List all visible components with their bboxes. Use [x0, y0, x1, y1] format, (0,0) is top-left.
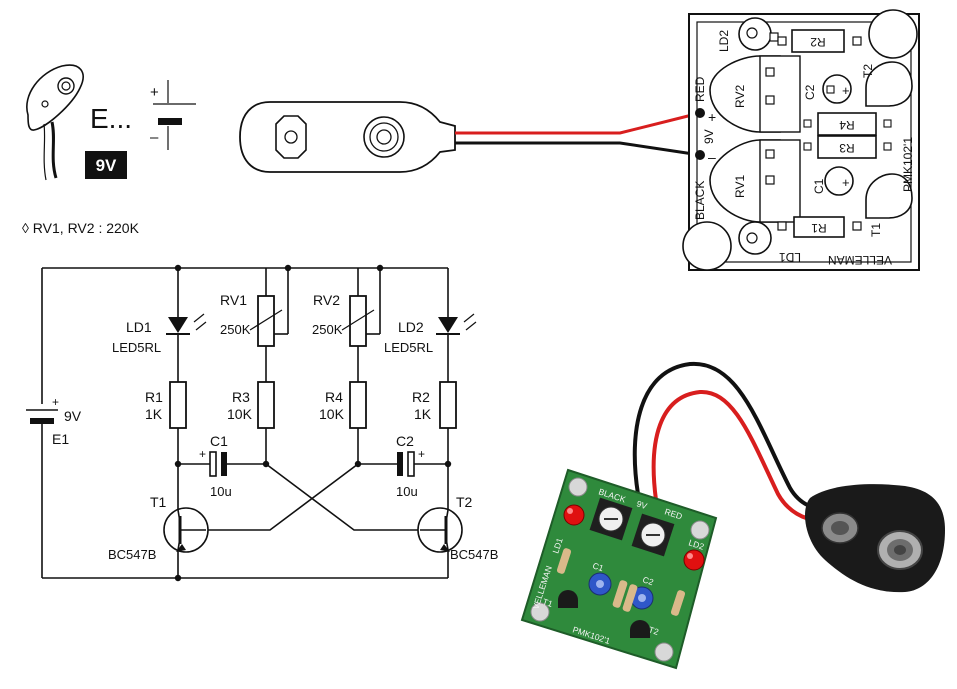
- resistor-r4: R4 10K: [319, 381, 367, 429]
- resistor-r1-value: 1K: [145, 406, 163, 422]
- junction-dot: [284, 264, 292, 272]
- pcb-label-plus: +: [708, 109, 716, 125]
- pcb-c2-plus: +: [842, 83, 850, 98]
- battery-symbol-icon: + –: [150, 80, 196, 150]
- resistor-r3-ref: R3: [232, 389, 250, 405]
- capacitor-c2-value: 10u: [396, 484, 418, 499]
- pcb-label-black: BLACK: [693, 181, 707, 220]
- pcb-label-minus: –: [708, 149, 716, 165]
- voltage-badge-text: 9V: [96, 156, 117, 175]
- pcb-label-t1: T1: [869, 223, 883, 237]
- pcb-label-code: PMK102'1: [901, 137, 915, 192]
- led-ld2-type: LED5RL: [384, 340, 433, 355]
- battery-symbol-plus: +: [150, 84, 159, 101]
- battery-e1-plus: +: [52, 395, 59, 409]
- photo-label-t2: T2: [647, 624, 660, 637]
- schematic: + 9V E1 LD1 LED5RL R1 1K RV1 250K: [26, 264, 498, 582]
- capacitor-c1-plus: +: [199, 447, 206, 461]
- pcb-label-r4: R4: [839, 118, 855, 132]
- pcb-label-r2: R2: [810, 35, 826, 49]
- battery-symbol-minus: –: [150, 129, 159, 146]
- pcb-layout: + + RED + 9V – BLACK LD2 R2 RV2 C2 T2 R4…: [682, 9, 920, 271]
- voltage-badge: 9V: [85, 151, 127, 179]
- note-text: ◊ RV1, RV2 : 220K: [22, 220, 140, 236]
- photo-label-c2: C2: [641, 574, 655, 587]
- potentiometer-rv1-ref: RV1: [220, 292, 247, 308]
- photo-label-ld1: LD1: [550, 536, 564, 554]
- potentiometer-rv2: RV2 250K: [312, 292, 375, 347]
- battery-e1: + 9V E1: [26, 395, 82, 447]
- battery-e1-ref: E1: [52, 431, 69, 447]
- pcb-label-t2: T2: [861, 64, 875, 78]
- led-ld1: LD1 LED5RL: [112, 313, 207, 355]
- capacitor-c2-plus: +: [418, 447, 425, 461]
- capacitor-c2: C2 + 10u: [396, 433, 425, 499]
- junction-dot: [354, 460, 362, 468]
- led-ld1-type: LED5RL: [112, 340, 161, 355]
- pcb-label-r1: R1: [811, 221, 827, 235]
- led-ld1-ref: LD1: [126, 319, 152, 335]
- capacitor-c1-ref: C1: [210, 433, 228, 449]
- battery-clip-icon: [26, 64, 84, 181]
- capacitor-c2-ref: C2: [396, 433, 414, 449]
- pcb-label-rv1: RV1: [733, 175, 747, 198]
- resistor-r2-value: 1K: [414, 406, 432, 422]
- resistor-r2: R2 1K: [412, 381, 457, 429]
- junction-dot: [262, 460, 270, 468]
- photo-label-9v: 9V: [635, 498, 648, 511]
- photo-label-ld2: LD2: [687, 537, 705, 551]
- potentiometer-rv1-value: 250K: [220, 322, 251, 337]
- pcb-label-red: RED: [693, 76, 707, 102]
- led-ld2-ref: LD2: [398, 319, 424, 335]
- pcb-label-c1: C1: [812, 178, 826, 194]
- capacitor-c1: C1 + 10u: [199, 433, 232, 499]
- resistor-r1-ref: R1: [145, 389, 163, 405]
- transistor-t1: T1 BC547B: [108, 494, 209, 562]
- pcb-label-c2: C2: [803, 84, 817, 100]
- resistor-r1: R1 1K: [145, 381, 187, 429]
- pcb-c1-plus: +: [842, 175, 850, 190]
- junction-dot: [174, 460, 182, 468]
- red-wire: [455, 111, 701, 135]
- transistor-t2-type: BC547B: [450, 547, 498, 562]
- transistor-t2-ref: T2: [456, 494, 473, 510]
- transistor-t1-type: BC547B: [108, 547, 156, 562]
- potentiometer-rv2-ref: RV2: [313, 292, 340, 308]
- transistor-t2: T2 BC547B: [417, 494, 498, 562]
- battery-e-label: E...: [90, 103, 132, 134]
- battery-snap-icon: [239, 101, 456, 173]
- photo-label-t1: T1: [541, 596, 554, 609]
- kit-photo: BLACK 9V RED LD1 LD2 C1 C2 T1 T2 VELLEMA…: [520, 361, 945, 670]
- pcb-label-ld2: LD2: [717, 30, 731, 52]
- potentiometer-rv2-value: 250K: [312, 322, 343, 337]
- capacitor-c1-value: 10u: [210, 484, 232, 499]
- resistor-r4-ref: R4: [325, 389, 343, 405]
- pcb-label-ld1: LD1: [779, 250, 801, 264]
- resistor-r4-value: 10K: [319, 406, 345, 422]
- transistor-t1-ref: T1: [150, 494, 167, 510]
- battery-e1-value: 9V: [64, 408, 82, 424]
- junction-dot: [174, 574, 182, 582]
- pcb-label-rv2: RV2: [733, 85, 747, 108]
- pcb-label-r3: R3: [839, 141, 855, 155]
- led-ld2: LD2 LED5RL: [384, 313, 477, 355]
- black-wire: [455, 141, 701, 157]
- potentiometer-rv1: RV1 250K: [220, 292, 283, 347]
- junction-dot: [444, 460, 452, 468]
- junction-dot: [376, 264, 384, 272]
- pcb-label-brand: VELLEMAN: [828, 253, 892, 267]
- resistor-r3: R3 10K: [227, 381, 275, 429]
- photo-label-c1: C1: [591, 560, 605, 573]
- resistor-r3-value: 10K: [227, 406, 253, 422]
- resistor-r2-ref: R2: [412, 389, 430, 405]
- junction-dot: [174, 264, 182, 272]
- pcb-label-9v: 9V: [702, 129, 716, 144]
